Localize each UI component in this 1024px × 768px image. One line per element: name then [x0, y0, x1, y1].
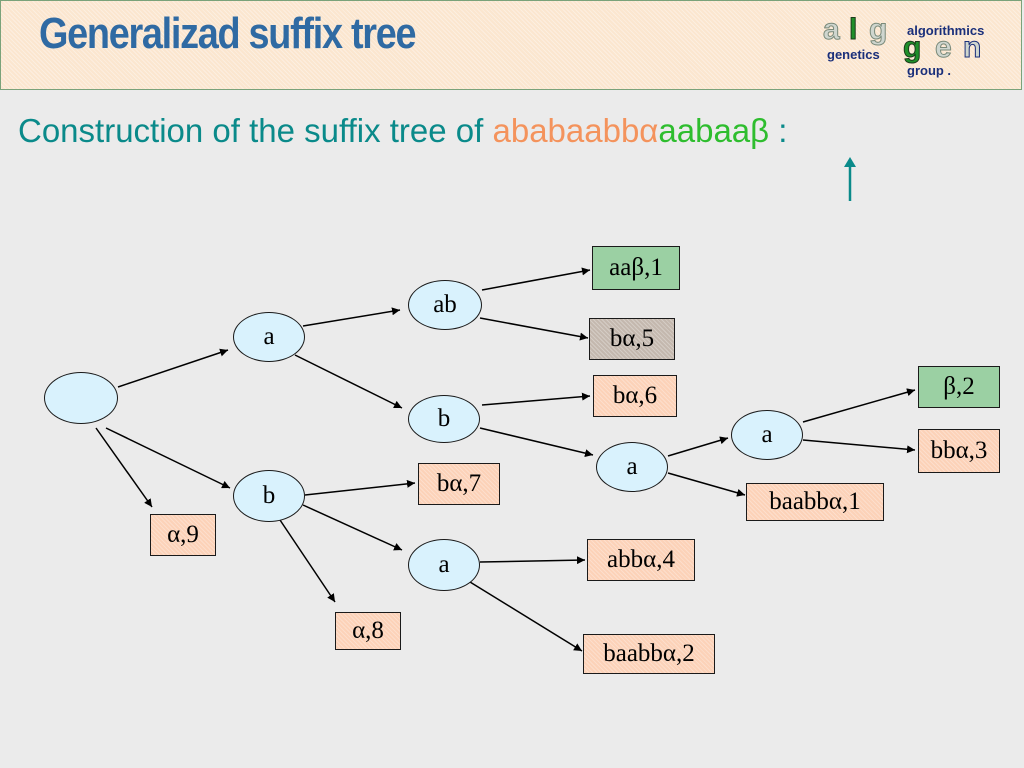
tree-leaf: abbα,4: [587, 539, 695, 581]
tree-node: a: [731, 410, 803, 460]
edge-root-a: [117, 348, 229, 388]
caption-suffix: :: [769, 112, 788, 149]
tree-node: b: [233, 470, 305, 522]
tree-leaf: bα,6: [593, 375, 677, 417]
logo-word-genetics: genetics: [827, 47, 880, 62]
edge-ab-leaf-ba5: [479, 317, 589, 341]
tree-leaf: aaβ,1: [592, 246, 680, 290]
tree-node: b: [408, 395, 480, 443]
algogen-logo: a l g algorithmics genetics g e n group …: [821, 13, 1011, 81]
tree-leaf: α,8: [335, 612, 401, 650]
tree-node: a: [233, 312, 305, 362]
logo-letter: g: [902, 31, 922, 64]
position-marker-arrow-icon: [844, 157, 856, 201]
edge-a2-leaf-baabba2: [469, 581, 583, 652]
edge-b-leaf-ba6: [481, 392, 591, 406]
tree-node-root: [44, 372, 118, 424]
edge-a-a: [667, 436, 729, 457]
edge-b-a: [479, 427, 594, 458]
tree-leaf: α,9: [150, 514, 216, 556]
edge-a2-leaf-abba4: [479, 556, 586, 565]
edge-b-a2: [302, 504, 403, 551]
logo-letter: e: [935, 31, 953, 64]
tree-leaf: bbα,3: [918, 429, 1000, 473]
page-title: Generalizad suffix tree: [39, 9, 417, 58]
construction-caption: Construction of the suffix tree of ababa…: [18, 112, 787, 150]
logo-letter: n: [962, 31, 982, 64]
edge-root-leaf-a9: [95, 427, 153, 508]
tree-node: a: [408, 539, 480, 591]
tree-leaf: β,2: [918, 366, 1000, 408]
tree-leaf: baabbα,2: [583, 634, 715, 674]
tree-node: a: [596, 442, 668, 492]
logo-letter: g: [868, 13, 888, 46]
caption-string-1: ababaabbα: [492, 112, 659, 149]
tree-leaf: baabbα,1: [746, 483, 884, 521]
logo-letter: l: [848, 13, 858, 46]
header-banner: Generalizad suffix tree a l g algorithmi…: [0, 0, 1022, 90]
caption-string-2: aabaaβ: [658, 112, 770, 149]
tree-leaf: bα,7: [418, 463, 500, 505]
edge-a-leaf-baabba1: [667, 472, 746, 497]
edge-ab-leaf-aab1: [481, 267, 591, 291]
logo-letter: a: [823, 13, 841, 46]
edge-b-leaf-a8: [279, 519, 336, 603]
logo-word-algorithmics: algorithmics: [907, 23, 985, 38]
edge-a-b: [294, 354, 403, 409]
edge-a-leaf-bba3: [802, 439, 916, 454]
tree-leaf: bα,5: [589, 318, 675, 360]
tree-node: ab: [408, 280, 482, 330]
edge-b-leaf-ba7: [304, 479, 416, 496]
edge-a-ab: [302, 307, 401, 327]
edge-root-b: [105, 427, 231, 489]
edge-a-leaf-b2: [802, 388, 916, 423]
caption-prefix: Construction of the suffix tree of: [18, 112, 493, 149]
logo-word-group: group .: [907, 63, 952, 78]
